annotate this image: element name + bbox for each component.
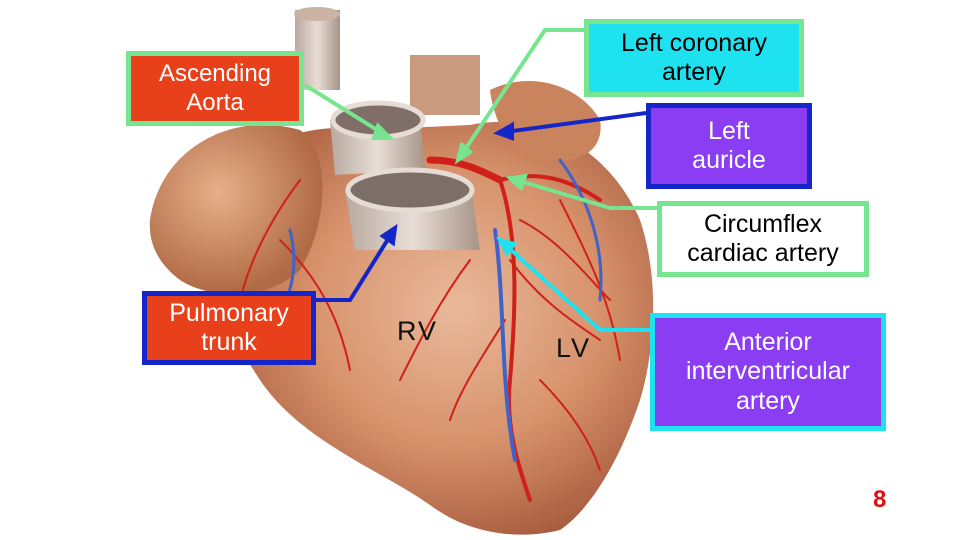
heart-ventricles xyxy=(214,121,654,535)
pointer-left-auricle xyxy=(497,111,647,135)
pointer-pulmonary-trunk xyxy=(316,226,397,302)
left-auricle-shape xyxy=(490,81,601,161)
label-left-ventricle: LV xyxy=(556,333,592,363)
slide-number: 8 xyxy=(873,486,887,513)
label-circumflex-cardiac-artery: Circumflex cardiac artery xyxy=(657,201,869,277)
pointer-lines xyxy=(303,28,657,332)
pulmonary-opening xyxy=(345,167,475,213)
label-left-auricle: Left auricle xyxy=(646,103,812,189)
label-ascending-aorta: Ascending Aorta xyxy=(126,51,304,126)
label-left-coronary-artery: Left coronary artery xyxy=(584,19,804,97)
pointer-left-coronary xyxy=(456,28,584,162)
pointer-circumflex xyxy=(509,176,657,210)
pointer-anterior-iv xyxy=(498,238,650,332)
label-pulmonary-trunk: Pulmonary trunk xyxy=(142,291,316,365)
right-atrium xyxy=(149,124,323,294)
label-right-ventricle: RV xyxy=(397,316,439,346)
label-anterior-interventricular-artery: Anterior interventricular artery xyxy=(650,313,886,431)
